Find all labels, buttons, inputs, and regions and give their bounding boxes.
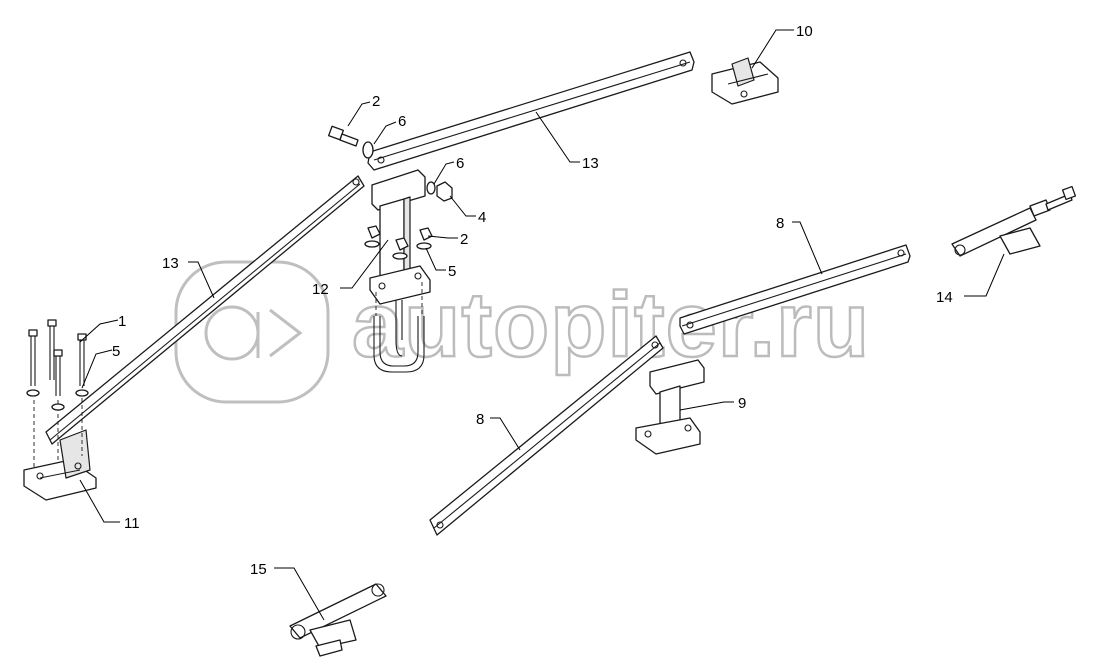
callout-8-right: 8 — [776, 215, 784, 232]
callout-2-mid: 2 — [460, 231, 468, 248]
callout-2-top: 2 — [372, 93, 380, 110]
callout-5-left: 5 — [112, 343, 120, 360]
callout-4: 4 — [478, 209, 486, 226]
part-4-nut — [436, 181, 453, 202]
callout-11: 11 — [124, 515, 140, 532]
callout-9: 9 — [738, 395, 746, 412]
leader-lines — [79, 29, 1005, 621]
part-13-diagonal-bar — [45, 175, 365, 445]
callout-12: 12 — [312, 281, 329, 298]
part-11-bracket — [23, 398, 97, 501]
callout-14: 14 — [936, 289, 953, 306]
callout-8-lower: 8 — [476, 411, 484, 428]
callout-6-top: 6 — [398, 113, 406, 130]
part-15-hinge — [289, 583, 387, 657]
part-10-bracket — [711, 57, 779, 105]
callout-15: 15 — [250, 561, 267, 578]
part-9-upright — [635, 359, 705, 455]
part-6-washer-mid — [426, 181, 436, 195]
callout-13-left: 13 — [162, 255, 179, 272]
part-2-nuts-mid — [367, 225, 433, 251]
part-14-hinge — [951, 185, 1077, 257]
part-5-washers-mid — [364, 240, 432, 260]
part-5-washers-left — [26, 389, 89, 411]
part-1-bolts — [28, 319, 87, 396]
part-8-lower-bar — [429, 335, 664, 536]
part-13-upper-bar — [367, 51, 695, 171]
u-bolt — [373, 282, 425, 373]
callout-labels: 1 5 2 6 6 4 2 5 12 13 13 10 8 8 9 11 14 … — [112, 23, 953, 578]
part-2-bolt-top — [328, 125, 359, 147]
part-8-right-bar — [679, 244, 911, 335]
callout-6-mid: 6 — [456, 155, 464, 172]
callout-10: 10 — [796, 23, 813, 40]
part-12-upright — [369, 169, 431, 305]
watermark-logo — [174, 260, 330, 404]
callout-5-mid: 5 — [448, 263, 456, 280]
callout-1: 1 — [118, 313, 126, 330]
callout-13-top: 13 — [582, 155, 599, 172]
part-6-washer-top — [362, 141, 374, 159]
